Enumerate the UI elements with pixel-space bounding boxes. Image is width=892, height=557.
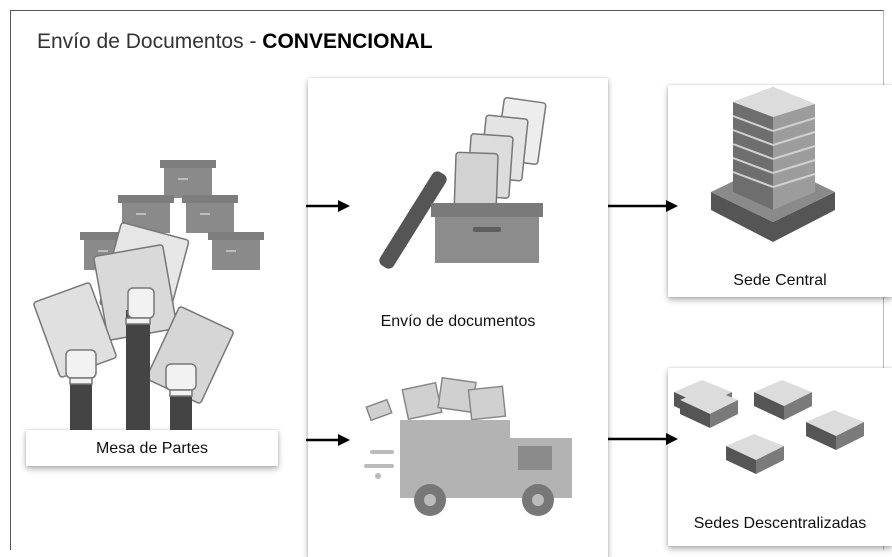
sedes-descentralizadas-label: Sedes Descentralizadas bbox=[693, 515, 867, 532]
arrow-envio-to-sede-central bbox=[608, 200, 678, 212]
tall-office-building-icon bbox=[711, 87, 835, 242]
title-emphasis: CONVENCIONAL bbox=[262, 30, 433, 53]
envio-documentos-label: Envío de documentos bbox=[380, 313, 536, 330]
page-title: Envío de Documentos - CONVENCIONAL bbox=[37, 30, 433, 54]
arrow-mesa-to-envio-top bbox=[306, 200, 350, 212]
small-buildings-group-icon bbox=[674, 380, 864, 474]
arrow-mesa-to-truck bbox=[306, 434, 350, 446]
mesa-de-partes-label-box bbox=[26, 430, 278, 466]
delivery-truck-icon bbox=[364, 376, 572, 516]
office-boxes-hands-icon bbox=[33, 160, 264, 430]
mesa-de-partes-label: Mesa de Partes bbox=[95, 440, 209, 457]
arrow-truck-to-sedes-descentralizadas bbox=[608, 433, 678, 445]
sede-central-label: Sede Central bbox=[733, 272, 827, 289]
archive-box-documents-icon bbox=[379, 97, 547, 269]
title-prefix: Envío de Documentos - bbox=[37, 30, 263, 53]
